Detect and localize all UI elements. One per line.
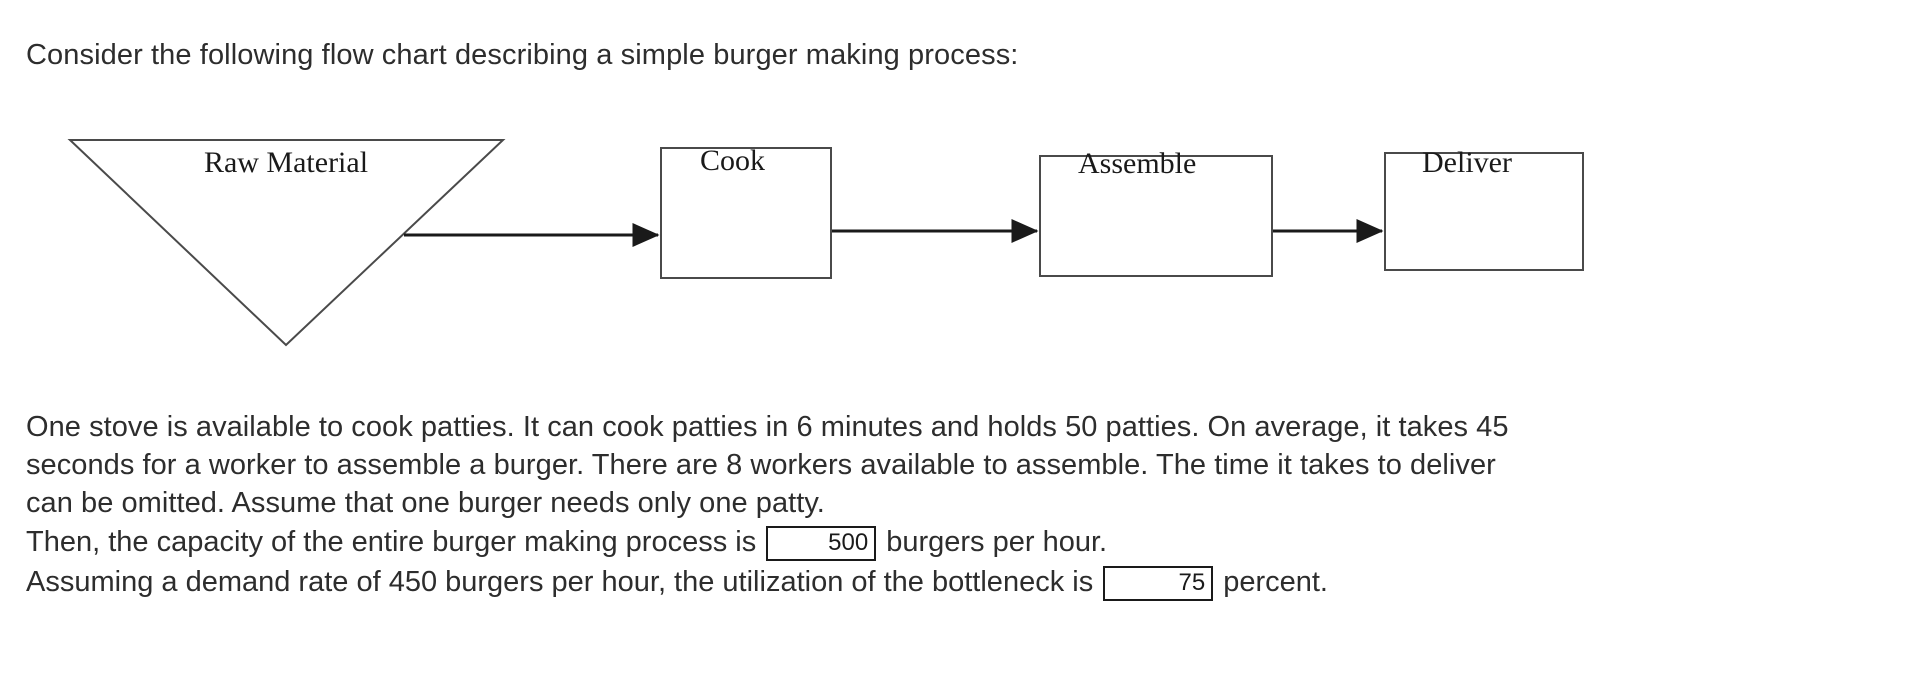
- flow-node-label-deliver: Deliver: [1422, 146, 1512, 179]
- rectangle-shape-cook: [660, 147, 832, 279]
- question-capacity-prefix: Then, the capacity of the entire burger …: [26, 526, 757, 558]
- problem-statement-line-2: seconds for a worker to assemble a burge…: [26, 449, 1496, 481]
- flow-node-raw-material: Raw Material: [67, 139, 506, 347]
- utilization-answer-input[interactable]: 75: [1103, 565, 1214, 601]
- page-title: Consider the following flow chart descri…: [26, 39, 1019, 71]
- flow-node-label-cook: Cook: [700, 144, 765, 177]
- question-utilization-prefix: Assuming a demand rate of 450 burgers pe…: [26, 566, 1094, 598]
- problem-statement-line-3: can be omitted. Assume that one burger n…: [26, 487, 825, 519]
- rectangle-shape-deliver: [1384, 152, 1584, 271]
- flow-node-label-raw-material: Raw Material: [204, 146, 368, 179]
- question-capacity: Then, the capacity of the entire burger …: [26, 522, 1896, 562]
- question-capacity-suffix: burgers per hour.: [886, 526, 1108, 558]
- flow-node-label-assemble: Assemble: [1078, 147, 1196, 180]
- question-utilization: Assuming a demand rate of 450 burgers pe…: [26, 562, 1896, 602]
- question-utilization-suffix: percent.: [1223, 566, 1328, 598]
- rectangle-shape-assemble: [1039, 155, 1273, 277]
- problem-statement-line-1: One stove is available to cook patties. …: [26, 411, 1509, 443]
- capacity-answer-input[interactable]: 500: [766, 525, 877, 561]
- flow-chart-diagram: Raw Material Cook Assemble Deliver: [0, 120, 1912, 370]
- flow-node-deliver: Deliver: [1384, 146, 1584, 271]
- problem-statement: One stove is available to cook patties. …: [26, 408, 1896, 602]
- flow-node-cook: Cook: [660, 144, 832, 279]
- flow-node-assemble: Assemble: [1039, 147, 1273, 277]
- flow-chart-svg: Raw Material Cook Assemble Deliver: [67, 139, 1584, 347]
- inverted-triangle-shape: [67, 139, 506, 347]
